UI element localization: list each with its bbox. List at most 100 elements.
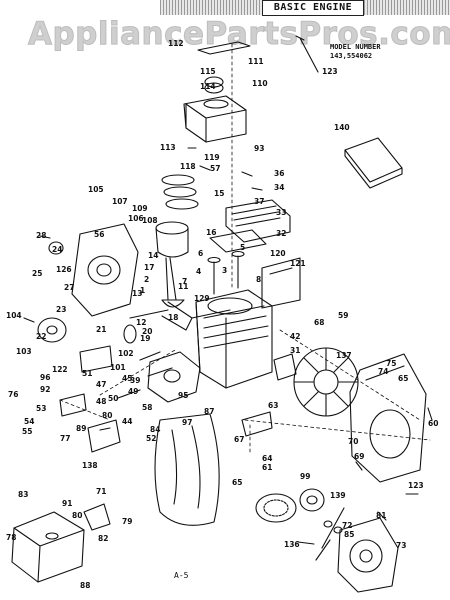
bolts: [23, 147, 433, 545]
part-label: 138: [82, 461, 98, 470]
part-label: 56: [94, 230, 104, 239]
part-label: 71: [96, 487, 106, 496]
part-label: 14: [148, 251, 158, 260]
part-label: 36: [274, 169, 284, 178]
part-label: 51: [82, 369, 92, 378]
oil-seal: [48, 241, 64, 255]
part-label: 83: [18, 490, 28, 499]
part-label: 77: [60, 434, 70, 443]
part-label: 92: [40, 385, 50, 394]
owners-manual: [344, 137, 403, 189]
part-label: 109: [132, 204, 148, 213]
part-label: 80: [72, 511, 82, 520]
part-number-labels: 1121111101151141231401131181195793363415…: [6, 39, 438, 590]
starter-plate: [241, 411, 273, 437]
part-label: 118: [180, 162, 196, 171]
part-label: 123: [322, 67, 338, 76]
part-label: 85: [344, 530, 354, 539]
part-label: 140: [334, 123, 350, 132]
part-label: 81: [376, 511, 386, 520]
part-label: 28: [36, 231, 46, 240]
part-label: 79: [122, 517, 132, 526]
engine-block: [195, 289, 273, 389]
diagram-title: BASIC ENGINE: [262, 0, 364, 16]
part-label: 60: [428, 419, 438, 428]
part-label: 108: [142, 216, 158, 225]
part-label: 67: [234, 435, 244, 444]
part-label: 101: [110, 363, 126, 372]
part-label: 63: [268, 401, 278, 410]
part-label: 64: [262, 454, 272, 463]
part-label: 76: [8, 390, 18, 399]
part-label: 136: [284, 540, 300, 549]
part-label: 114: [200, 82, 216, 91]
part-label: 27: [64, 283, 74, 292]
part-label: 3: [222, 266, 227, 275]
part-label: 78: [6, 533, 16, 542]
washer-71: [323, 520, 333, 528]
head-gasket: [209, 229, 267, 253]
crank-gear: [123, 324, 137, 344]
part-label: 97: [182, 418, 192, 427]
part-label: 49: [128, 387, 138, 396]
part-label: 19: [140, 334, 150, 343]
air-cleaner-assembly: [183, 41, 251, 143]
part-label: 84: [150, 425, 160, 434]
part-label: 93: [254, 144, 264, 153]
watermark: AppliancePartsPros.com: [28, 16, 450, 53]
part-label: 12: [136, 318, 146, 327]
screw-123: [295, 35, 319, 73]
part-label: 105: [88, 185, 104, 194]
part-label: 65: [232, 478, 242, 487]
part-label: 91: [62, 499, 72, 508]
piston: [155, 221, 189, 258]
starter-rope: [315, 507, 345, 561]
part-label: 119: [204, 153, 220, 162]
piston-rings: [161, 174, 199, 210]
part-label: 74: [378, 367, 388, 376]
part-label: 55: [22, 427, 32, 436]
part-label: 57: [210, 164, 220, 173]
part-label: 33: [276, 208, 286, 217]
part-label: 72: [342, 521, 352, 530]
part-label: 129: [194, 294, 210, 303]
part-label: 87: [204, 407, 214, 416]
model-label: MODEL NUMBER: [330, 43, 381, 51]
part-label: 22: [36, 332, 46, 341]
cylinder-head: [225, 199, 291, 243]
part-label: 61: [262, 463, 272, 472]
part-label: 65: [398, 374, 408, 383]
part-label: 34: [274, 183, 284, 192]
part-label: 44: [122, 417, 132, 426]
part-label: 24: [52, 245, 62, 254]
part-label: 25: [32, 269, 42, 278]
part-label: 107: [112, 197, 128, 206]
part-label: 15: [214, 189, 224, 198]
part-label: 58: [142, 403, 152, 412]
part-label: 111: [248, 57, 264, 66]
part-label: 103: [16, 347, 32, 356]
part-label: 20: [142, 327, 152, 336]
part-label: 18: [168, 313, 178, 322]
page-number: A-5: [174, 571, 189, 580]
part-label: 110: [252, 79, 268, 88]
ignition-coil: [273, 353, 297, 381]
part-label: 99: [300, 472, 310, 481]
carburetor: [147, 351, 201, 403]
part-label: 2: [144, 275, 149, 284]
fuel-tank: [11, 511, 85, 583]
part-label: 106: [128, 214, 144, 223]
part-label: 54: [24, 417, 34, 426]
crankshaft: [129, 301, 231, 331]
part-label: 113: [160, 143, 176, 152]
part-label: 1: [140, 286, 145, 295]
part-label: 95: [178, 391, 188, 400]
part-label: 53: [36, 404, 46, 413]
part-label: 31: [290, 346, 300, 355]
blower-housing: [349, 353, 427, 483]
part-label: 104: [6, 311, 22, 320]
part-label: 122: [52, 365, 68, 374]
tank-bracket: [83, 503, 111, 531]
